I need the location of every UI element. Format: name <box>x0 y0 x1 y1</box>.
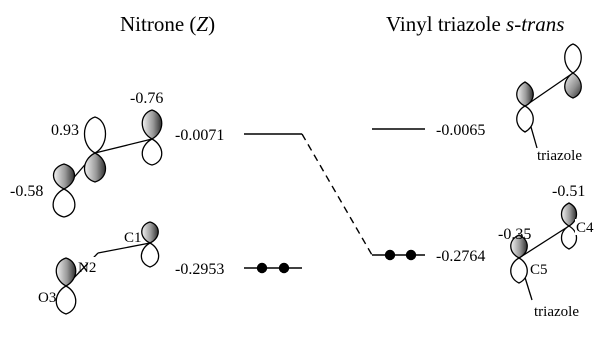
electron-dot <box>384 249 396 261</box>
vinyl-triazole-homo-coefficient: -0.35 <box>498 226 531 243</box>
substituent-label: triazole <box>537 148 582 164</box>
electron-pairs <box>256 249 417 274</box>
vinyl-triazole-lumo-orbitals <box>516 43 582 149</box>
vinyl-triazole-atom-label: C5 <box>530 262 548 278</box>
p-orbital-lobe <box>141 221 159 244</box>
p-orbital-lobe <box>140 242 160 268</box>
p-orbital-lobe <box>83 116 107 154</box>
p-orbital-lobe <box>52 163 76 190</box>
vinyl-triazole-homo-coefficient: -0.51 <box>552 183 585 200</box>
nitrone-lumo-orbitals <box>52 109 163 218</box>
p-orbital-lobe <box>516 81 534 107</box>
p-orbital-lobe <box>83 152 107 183</box>
p-orbital-lobe <box>52 188 76 218</box>
vinyl-triazole-atom-label: C4 <box>576 220 594 236</box>
vinyl-triazole-homo-energy: -0.2764 <box>436 248 485 265</box>
vinyl-triazole-homo-orbitals <box>510 202 578 301</box>
nitrone-homo-energy: -0.2953 <box>175 261 224 278</box>
p-orbital-lobe <box>55 285 77 315</box>
p-orbital-lobe <box>510 234 528 259</box>
nitrone-lumo-coefficient: 0.93 <box>51 122 79 139</box>
electron-dot <box>405 249 417 261</box>
p-orbital-lobe <box>141 138 163 166</box>
nitrone-lumo-energy: -0.0071 <box>175 127 224 144</box>
p-orbital-lobe <box>564 72 582 99</box>
nitrone-atom-label: N2 <box>78 260 96 276</box>
energy-levels <box>244 128 425 269</box>
p-orbital-lobe <box>564 43 582 74</box>
electron-dot <box>256 262 268 274</box>
p-orbital-lobe <box>516 105 534 133</box>
vinyl-triazole-lumo-energy: -0.0065 <box>436 122 485 139</box>
nitrone-title: Nitrone (Z) <box>120 12 215 36</box>
nitrone-lumo-coefficient: -0.76 <box>130 90 163 107</box>
correlation-line <box>301 133 373 256</box>
p-orbital-lobe <box>141 109 163 140</box>
electron-dot <box>278 262 290 274</box>
nitrone-lumo-coefficient: -0.58 <box>10 183 43 200</box>
vinyl-triazole-title: Vinyl triazole s-trans <box>386 12 564 36</box>
substituent-label: triazole <box>534 304 579 320</box>
nitrone-atom-label: O3 <box>38 290 56 306</box>
nitrone-atom-label: C1 <box>124 230 142 246</box>
p-orbital-lobe <box>510 257 528 284</box>
p-orbital-lobe <box>560 202 578 227</box>
nitrone-homo-orbitals <box>55 221 160 315</box>
p-orbital-lobe <box>55 257 77 287</box>
